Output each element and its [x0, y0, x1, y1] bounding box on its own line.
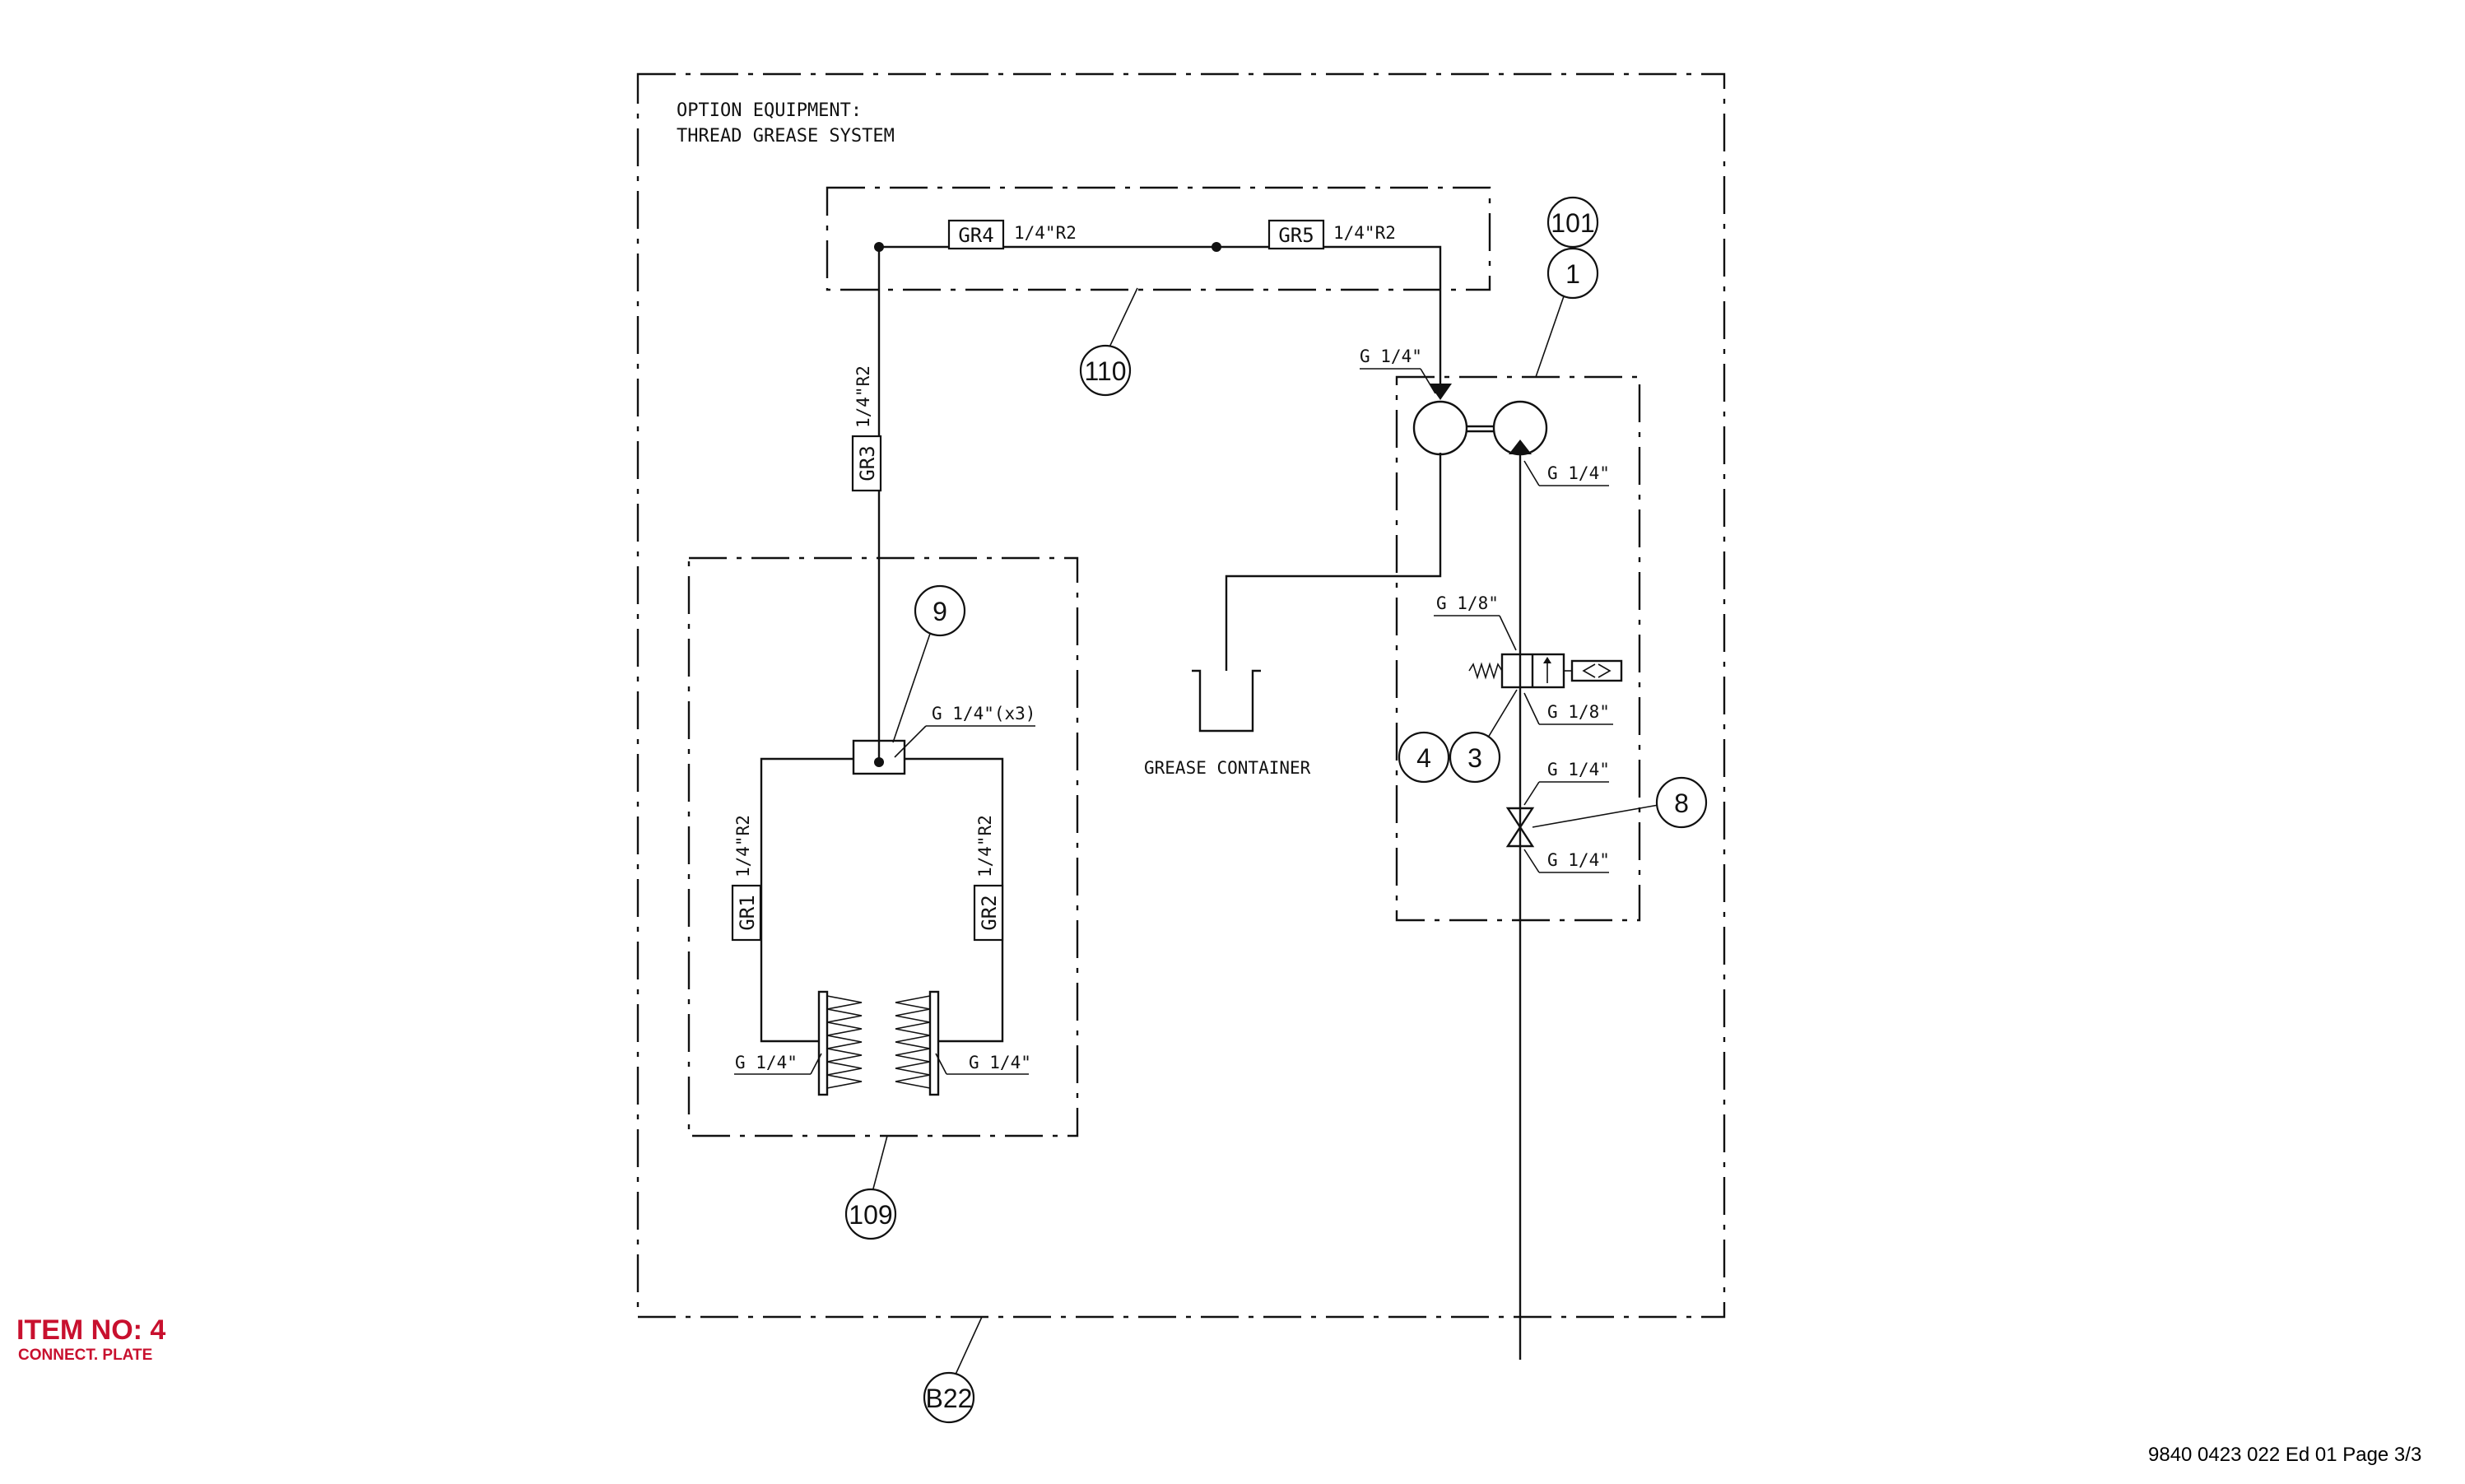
port-label-needle-in: G 1/4" — [1547, 760, 1610, 779]
bubble-110 — [1079, 344, 1132, 397]
valve-solenoid-symbol — [1582, 663, 1612, 678]
top-grease-line — [877, 245, 1442, 762]
leader-valve-bottom-tick — [1523, 692, 1540, 725]
junction-dot-block — [874, 757, 884, 767]
port-label-brush-right: G 1/4" — [969, 1053, 1031, 1072]
bubble-9-label: 9 — [933, 597, 947, 626]
leader-block-port-tick — [894, 725, 927, 758]
leader-pump-inlet-tick — [1420, 368, 1436, 394]
option-equipment-label: OPTION EQUIPMENT: — [677, 100, 862, 121]
leader-9 — [892, 628, 933, 743]
port-label-block: G 1/4"(x3) — [932, 704, 1035, 723]
bubble-8-label: 8 — [1674, 789, 1689, 818]
item-name-label: CONNECT. PLATE — [18, 1347, 153, 1364]
brush-right-plate — [928, 990, 940, 1096]
hose-tag-gr2 — [973, 884, 1004, 942]
bubble-109 — [844, 1188, 897, 1240]
port-label-brush-left: G 1/4" — [735, 1053, 798, 1072]
hose-tag-gr1 — [731, 884, 762, 942]
bubble-b22-label: B22 — [926, 1384, 973, 1413]
option-equipment-frame — [636, 72, 1726, 1319]
brush-right-bristles — [895, 995, 931, 1089]
hose-label-gr2: GR2 — [978, 895, 1001, 930]
port-label-valve-out: G 1/8" — [1547, 702, 1610, 722]
air-motor-arrow — [1509, 440, 1532, 454]
hose-tag-gr5 — [1267, 219, 1325, 250]
hose-label-gr1: GR1 — [736, 895, 759, 930]
bubble-3 — [1449, 731, 1501, 784]
brush-left-bristles — [826, 995, 863, 1089]
needle-valve — [1505, 807, 1535, 848]
leader-110 — [1106, 287, 1138, 353]
lubricator-frame-109 — [687, 556, 1079, 1137]
hose-spec-gr1: 1/4"R2 — [733, 815, 753, 877]
valve-solenoid — [1570, 659, 1623, 682]
bubble-8 — [1655, 776, 1708, 829]
hose-spec-gr4: 1/4"R2 — [1014, 223, 1077, 243]
document-footer: 9840 0423 022 Ed 01 Page 3/3 — [2148, 1444, 2422, 1466]
valve-spring — [1468, 662, 1503, 680]
leader-3 — [1487, 689, 1518, 738]
grease-container — [1192, 669, 1261, 733]
bubble-3-label: 3 — [1467, 743, 1482, 773]
grease-pump — [1412, 400, 1468, 456]
bubble-110-label: 110 — [1084, 356, 1126, 386]
leader-needle-top-tick — [1523, 781, 1540, 806]
hose-spec-gr3: 1/4"R2 — [853, 365, 873, 428]
leader-valve-top-tick — [1499, 615, 1517, 651]
distribution-block — [852, 739, 906, 775]
leader-1 — [1535, 295, 1565, 378]
pump-unit-frame-101 — [1395, 375, 1641, 922]
bubble-b22 — [923, 1371, 975, 1424]
leader-needle-bottom-tick — [1523, 849, 1540, 873]
valve-flow-arrowhead — [1543, 657, 1551, 663]
leader-port-right-tick — [935, 1053, 947, 1075]
leader-air-inlet-tick — [1523, 460, 1540, 486]
hose-tag-gr4 — [947, 219, 1005, 250]
thread-grease-system-label: THREAD GREASE SYSTEM — [677, 126, 895, 147]
leader-109 — [872, 1135, 888, 1193]
hose-label-gr4: GR4 — [958, 224, 993, 247]
leader-8 — [1532, 804, 1659, 828]
hose-group-frame-110 — [826, 186, 1491, 291]
hose-tag-gr3 — [851, 435, 882, 492]
hose-label-gr5: GR5 — [1278, 224, 1314, 247]
junction-dot-middle — [1212, 242, 1221, 252]
port-label-needle-out: G 1/4" — [1547, 850, 1610, 870]
bubble-4-label: 4 — [1416, 743, 1431, 773]
bubble-4 — [1398, 731, 1450, 784]
hose-spec-gr2: 1/4"R2 — [975, 815, 995, 877]
hose-spec-gr5: 1/4"R2 — [1333, 223, 1396, 243]
bubble-1-label: 1 — [1565, 259, 1580, 289]
pump-inlet-arrow — [1429, 384, 1452, 400]
brush-left-plate — [817, 990, 829, 1096]
container-suction-line — [1225, 453, 1442, 671]
port-label-pump-inlet: G 1/4" — [1360, 347, 1422, 366]
bubble-1 — [1546, 247, 1599, 300]
bubble-101 — [1546, 196, 1599, 249]
junction-dot-left — [874, 242, 884, 252]
bubble-101-label: 101 — [1551, 208, 1594, 238]
port-label-valve-in: G 1/8" — [1436, 593, 1499, 613]
hose-label-gr3: GR3 — [856, 445, 879, 481]
grease-container-label: GREASE CONTAINER — [1144, 758, 1311, 778]
bubble-109-label: 109 — [849, 1200, 892, 1230]
leader-b22 — [954, 1316, 983, 1377]
item-number-label: ITEM NO: 4 — [16, 1314, 166, 1346]
bubble-9 — [914, 584, 966, 637]
leader-port-left-tick — [810, 1053, 822, 1075]
port-label-air-inlet: G 1/4" — [1547, 463, 1610, 483]
